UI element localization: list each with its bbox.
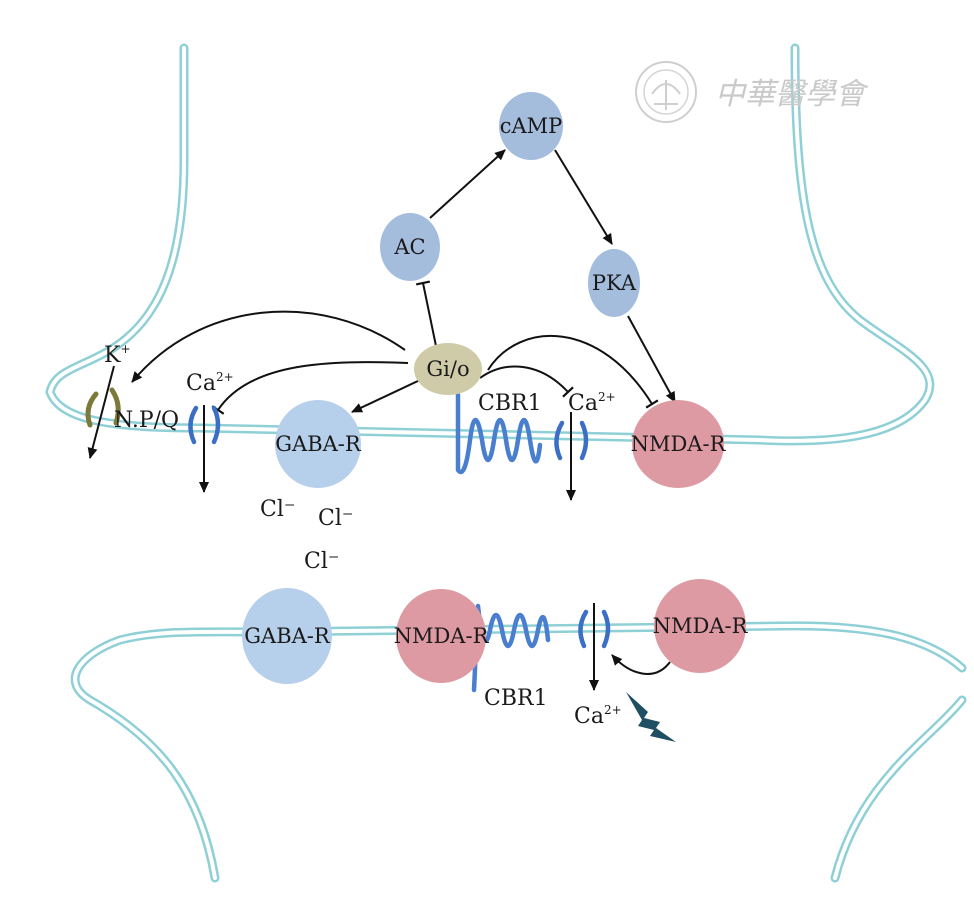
cl-label-3: Cl⁻: [304, 549, 339, 574]
ca-left-label: Ca2+: [186, 370, 234, 396]
watermark: 中華醫學會: [635, 61, 869, 123]
ca-channel-left-icon: [188, 405, 221, 445]
ca-channel-mid-icon: [554, 420, 589, 461]
nmda-receptor-post-left: NMDA-R: [394, 589, 490, 683]
edge-gio-inhibits-nmda: [487, 334, 659, 409]
cbr1-receptor-post-icon: [471, 603, 551, 693]
nmda-post-right-label: NMDA-R: [653, 614, 749, 638]
gaba-receptor-pre: GABA-R: [275, 400, 362, 488]
edge-gio-inhibits-ac: [415, 280, 437, 347]
k-ion-label: K+: [104, 342, 131, 368]
edge-gio-to-gaba: [351, 379, 421, 413]
signaling-edges: [87, 149, 676, 691]
postsynaptic-membrane: [70, 621, 967, 883]
gio-node: Gi/o: [414, 343, 482, 395]
nmda-post-left-label: NMDA-R: [394, 624, 490, 648]
cbr1-receptor-pre-icon: [455, 392, 543, 475]
nmda-pre-label: NMDA-R: [631, 432, 727, 456]
ca-channel-post-icon: [578, 609, 611, 649]
edge-camp-to-pka: [554, 149, 613, 245]
pka-node: PKA: [588, 249, 640, 317]
npq-label: N.P/Q: [114, 408, 179, 433]
nmda-receptor-pre: NMDA-R: [631, 400, 727, 488]
nmda-receptor-post-right: NMDA-R: [653, 579, 749, 673]
ac-node: AC: [380, 213, 440, 281]
cbr1-pre-label: CBR1: [478, 391, 542, 416]
pka-label: PKA: [592, 271, 637, 295]
camp-node: cAMP: [499, 92, 563, 160]
gaba-pre-label: GABA-R: [275, 432, 362, 456]
edge-ac-to-camp: [429, 149, 506, 219]
edge-pka-to-nmda: [627, 315, 676, 403]
cbr1-post-label: CBR1: [484, 686, 548, 711]
presynaptic-membrane: [45, 43, 935, 446]
edge-gio-inhibits-ca-mid: [479, 365, 574, 398]
ca-mid-label: Ca2+: [568, 390, 616, 416]
ca-post-label: Ca2+: [574, 703, 622, 729]
cl-label-1: Cl⁻: [260, 497, 295, 522]
edge-gio-to-k-channel: [131, 310, 406, 383]
edge-gio-inhibits-ca-left: [211, 361, 409, 415]
edge-nmda-to-ca-post: [611, 654, 671, 675]
edge-k-efflux: [87, 365, 115, 459]
gaba-receptor-post: GABA-R: [242, 588, 332, 684]
gaba-post-label: GABA-R: [244, 624, 331, 648]
watermark-text: 中華醫學會: [715, 77, 869, 112]
camp-label: cAMP: [500, 114, 563, 138]
lightning-icon: [626, 692, 676, 742]
ac-label: AC: [393, 235, 425, 259]
seal-icon: [635, 61, 697, 123]
cl-label-2: Cl⁻: [318, 506, 353, 531]
gio-label: Gi/o: [426, 357, 469, 381]
k-channel-icon: [85, 387, 121, 428]
